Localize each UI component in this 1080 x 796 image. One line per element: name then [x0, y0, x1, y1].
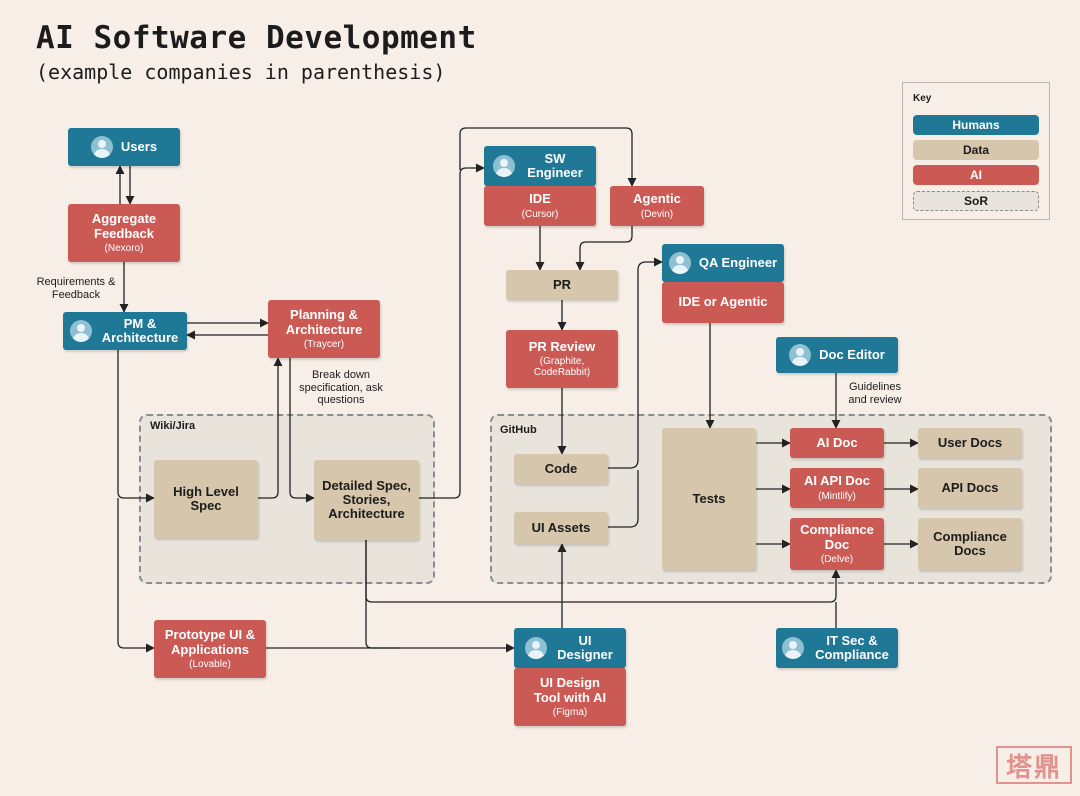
code-node: Code — [514, 454, 608, 484]
ide-or-agentic-node: IDE or Agentic — [662, 282, 784, 323]
pr-node: PR — [506, 270, 618, 300]
high-level-spec-node: High Level Spec — [154, 460, 258, 538]
api-docs-node: API Docs — [918, 468, 1022, 508]
it-sec-label: IT Sec & Compliance — [815, 632, 889, 662]
doc-editor-node: Doc Editor — [776, 337, 898, 373]
break-down-note: Break down specification, ask questions — [299, 369, 383, 407]
ide-or-agentic-label: IDE or Agentic — [678, 294, 768, 310]
person-icon — [70, 320, 92, 342]
sw-engineer-node: SW Engineer — [484, 146, 596, 186]
person-icon — [789, 344, 812, 366]
ui-design-tool-company: (Figma) — [552, 706, 588, 718]
github-label: GitHub — [500, 424, 537, 436]
compliance-doc-label: Compliance Doc — [800, 522, 874, 552]
detailed-spec-label: Detailed Spec, Stories, Architecture — [322, 477, 411, 522]
person-icon — [668, 252, 691, 274]
user-docs-node: User Docs — [918, 428, 1022, 458]
person-icon — [782, 637, 804, 659]
users-label: Users — [120, 138, 158, 154]
pr-label: PR — [552, 276, 572, 292]
code-label: Code — [544, 460, 578, 476]
legend-data: Data — [913, 140, 1039, 160]
prototype-node: Prototype UI & Applications (Lovable) — [154, 620, 266, 678]
page-subtitle: (example companies in parenthesis) — [36, 60, 446, 84]
ui-assets-label: UI Assets — [531, 519, 591, 535]
person-icon — [493, 155, 515, 177]
it-sec-node: IT Sec & Compliance — [776, 628, 898, 668]
ide-node: IDE (Cursor) — [484, 186, 596, 226]
api-docs-label: API Docs — [941, 479, 999, 495]
compliance-docs-node: Compliance Docs — [918, 518, 1022, 570]
planning-company: (Traycer) — [303, 338, 345, 350]
agentic-company: (Devin) — [640, 208, 674, 220]
tests-node: Tests — [662, 428, 756, 570]
tests-label: Tests — [692, 490, 726, 506]
ai-doc-label: AI Doc — [816, 434, 858, 450]
high-level-spec-label: High Level Spec — [173, 483, 239, 513]
person-icon — [525, 637, 547, 659]
pr-review-node: PR Review (Graphite, CodeRabbit) — [506, 330, 618, 388]
compliance-doc-company: (Delve) — [820, 553, 854, 565]
ai-api-doc-company: (Mintlify) — [818, 490, 856, 502]
ui-designer-node: UI Designer — [514, 628, 626, 668]
watermark-stamp: 塔鼎 — [996, 746, 1072, 784]
pr-review-company: (Graphite, CodeRabbit) — [533, 356, 591, 379]
requirements-note: Requirements & Feedback — [36, 276, 116, 301]
agentic-label: Agentic — [633, 191, 681, 207]
ui-assets-node: UI Assets — [514, 512, 608, 544]
legend-humans: Humans — [913, 115, 1039, 135]
aggregate-feedback-company: (Nexoro) — [104, 242, 144, 254]
compliance-doc-node: Compliance Doc (Delve) — [790, 518, 884, 570]
ai-api-doc-label: AI API Doc — [804, 473, 870, 489]
ai-api-doc-node: AI API Doc (Mintlify) — [790, 468, 884, 508]
pm-architecture-label: PM & Architecture — [101, 315, 179, 345]
page-title: AI Software Development — [36, 20, 477, 56]
pm-architecture-node: PM & Architecture — [63, 312, 187, 350]
legend-ai: AI — [913, 165, 1039, 185]
guidelines-note: Guidelines and review — [848, 381, 902, 406]
ui-designer-label: UI Designer — [557, 632, 613, 662]
qa-engineer-label: QA Engineer — [698, 254, 778, 270]
legend-sor: SoR — [913, 191, 1039, 211]
aggregate-feedback-label: Aggregate Feedback — [91, 211, 157, 241]
agentic-node: Agentic (Devin) — [610, 186, 704, 226]
pr-review-label: PR Review — [528, 338, 596, 354]
compliance-docs-label: Compliance Docs — [933, 528, 1007, 558]
users-node: Users — [68, 128, 180, 166]
ide-label: IDE — [529, 191, 551, 207]
doc-editor-label: Doc Editor — [819, 346, 885, 362]
person-icon — [90, 136, 113, 158]
ui-design-tool-label: UI Design Tool with AI — [533, 675, 607, 705]
prototype-company: (Lovable) — [189, 658, 231, 670]
legend: Key Humans Data AI SoR — [902, 82, 1050, 220]
planning-node: Planning & Architecture (Traycer) — [268, 300, 380, 358]
ide-company: (Cursor) — [521, 208, 559, 220]
planning-label: Planning & Architecture — [285, 307, 363, 337]
legend-title: Key — [913, 93, 932, 104]
qa-engineer-node: QA Engineer — [662, 244, 784, 282]
wiki-jira-label: Wiki/Jira — [150, 420, 196, 432]
sw-engineer-label: SW Engineer — [527, 150, 583, 180]
ai-doc-node: AI Doc — [790, 428, 884, 458]
detailed-spec-node: Detailed Spec, Stories, Architecture — [314, 460, 419, 540]
ui-design-tool-node: UI Design Tool with AI (Figma) — [514, 668, 626, 726]
prototype-label: Prototype UI & Applications — [164, 627, 256, 657]
user-docs-label: User Docs — [937, 434, 1003, 450]
aggregate-feedback-node: Aggregate Feedback (Nexoro) — [68, 204, 180, 262]
